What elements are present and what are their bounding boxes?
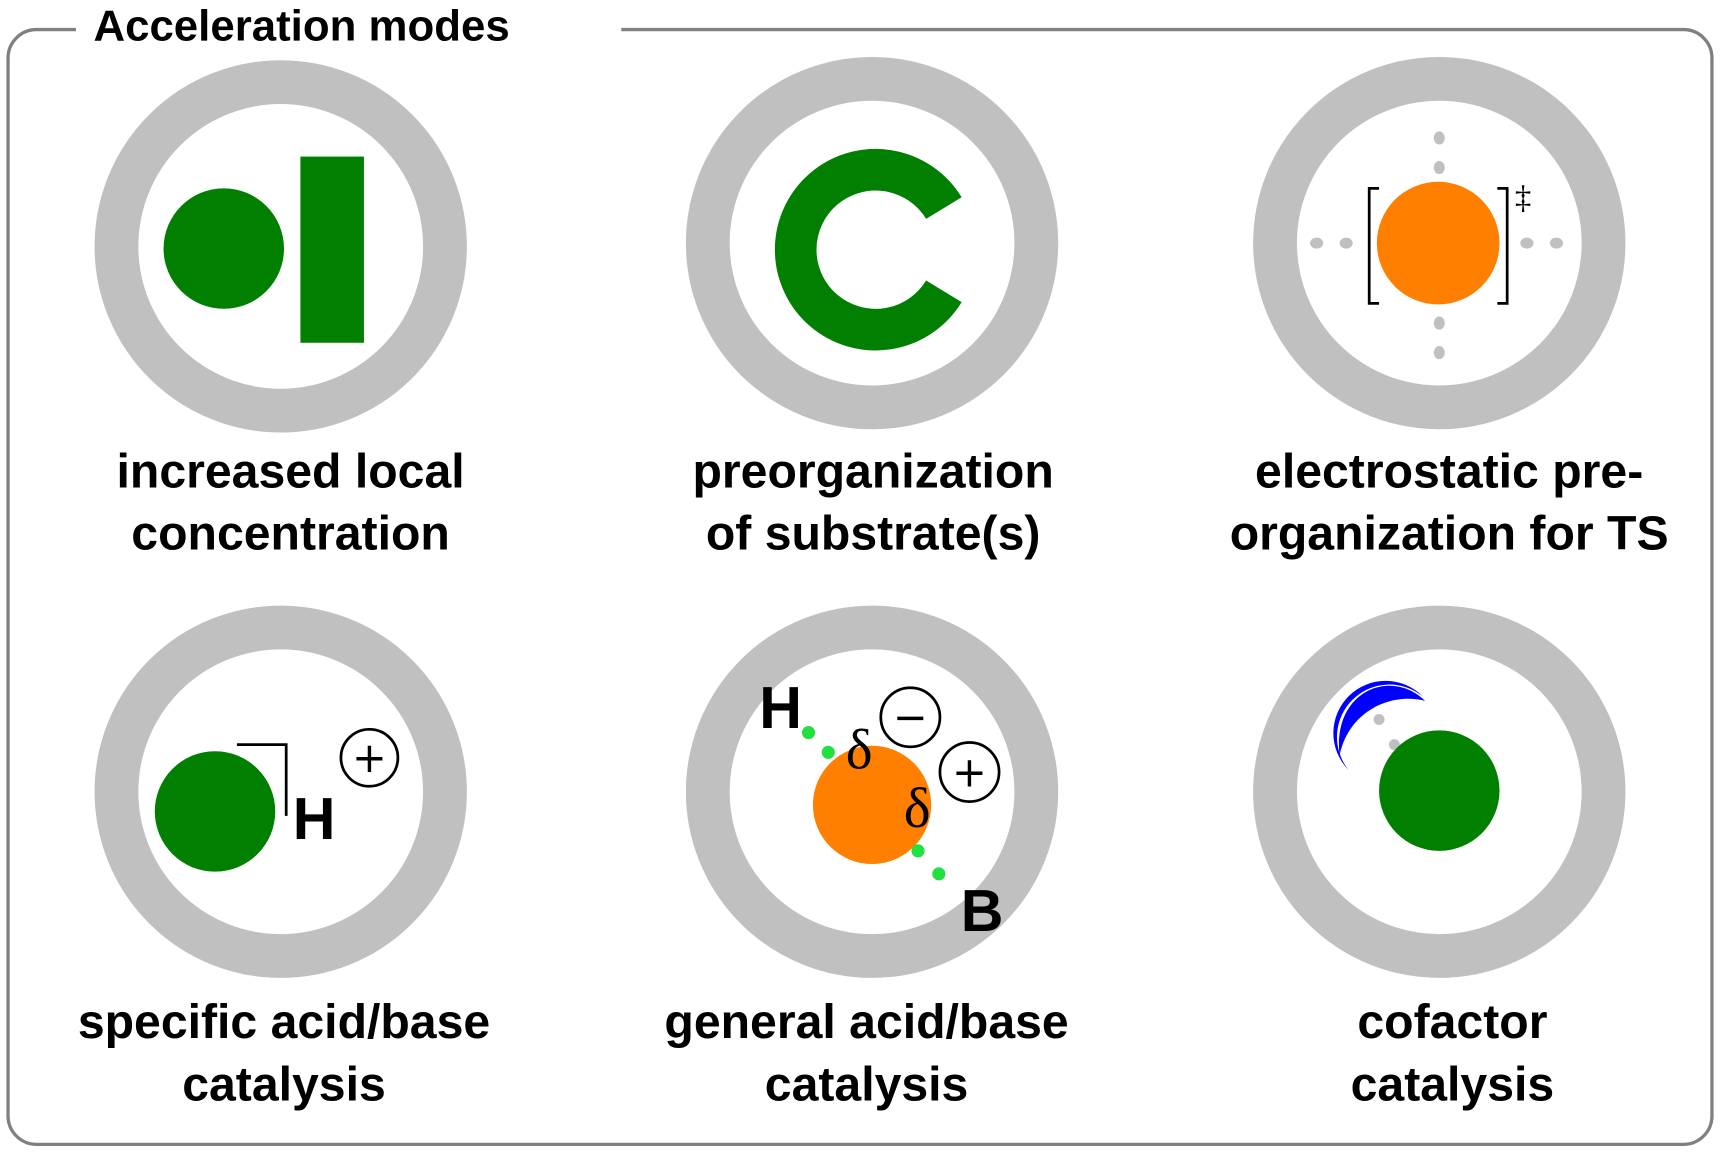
label-line-1: general acid/base — [664, 995, 1068, 1049]
substrate-circle — [1379, 730, 1500, 851]
panel-increased-local-concentration: increased local concentration — [94, 60, 467, 561]
label-line-2: catalysis — [182, 1058, 386, 1112]
delta-positive: δ — [904, 777, 931, 840]
ring — [1253, 605, 1626, 978]
delta-negative: δ — [846, 719, 873, 782]
substrate-bar — [300, 156, 364, 343]
label-line-2: concentration — [131, 507, 450, 561]
interaction-dot — [1373, 713, 1385, 725]
ring — [94, 605, 467, 978]
panel-cofactor: cofactor catalysis — [1253, 605, 1626, 1112]
panel-specific-acid-base: H + specific acid/base catalysis — [78, 605, 490, 1112]
transition-state-circle — [1376, 181, 1500, 305]
label-line-1: cofactor — [1357, 995, 1547, 1049]
bond-line — [236, 743, 288, 816]
positive-charge-icon — [339, 727, 400, 788]
panel-electrostatic-preorganization: ‡ electrostatic pre- organization for TS — [1230, 56, 1669, 561]
label-line-1: increased local — [117, 444, 465, 498]
charge-sign: − — [893, 692, 928, 741]
label-line-1: preorganization — [692, 444, 1053, 498]
acid-hydrogen-label: H — [759, 674, 802, 741]
label-line-1: electrostatic pre- — [1255, 444, 1643, 498]
ring — [94, 60, 467, 433]
ring — [685, 56, 1059, 430]
substrate-circle — [163, 188, 284, 309]
c-shaped-substrate — [774, 148, 962, 351]
substrate-circle — [154, 751, 276, 872]
base-label: B — [961, 877, 1004, 944]
diagram-title: Acceleration modes — [93, 2, 509, 51]
right-bracket — [1497, 186, 1509, 305]
ring — [685, 605, 1059, 978]
panel-general-acid-base: H B δ δ − + general acid/base catalysis — [664, 605, 1069, 1112]
substrate-circle — [812, 745, 932, 864]
ring — [1253, 56, 1626, 430]
interaction-dot — [1388, 739, 1400, 751]
label-line-2: catalysis — [1351, 1058, 1555, 1112]
hydrogen-label: H — [293, 785, 336, 852]
label-line-2: of substrate(s) — [706, 507, 1041, 561]
label-line-2: organization for TS — [1230, 507, 1669, 561]
positive-charge-icon — [938, 741, 1001, 803]
frame — [6, 27, 1714, 1146]
label-line-2: catalysis — [765, 1058, 969, 1112]
label-line-1: specific acid/base — [78, 995, 490, 1049]
transition-state-symbol: ‡ — [1515, 180, 1531, 216]
panel-preorganization: preorganization of substrate(s) — [685, 56, 1059, 561]
hydrogen-bond-dots — [801, 726, 946, 881]
charge-sign: + — [952, 747, 987, 796]
negative-charge-icon — [879, 686, 942, 749]
charge-sign: + — [352, 733, 387, 782]
cofactor-crescent — [1333, 680, 1423, 770]
left-bracket — [1367, 186, 1380, 305]
charge-dots — [1310, 131, 1564, 360]
